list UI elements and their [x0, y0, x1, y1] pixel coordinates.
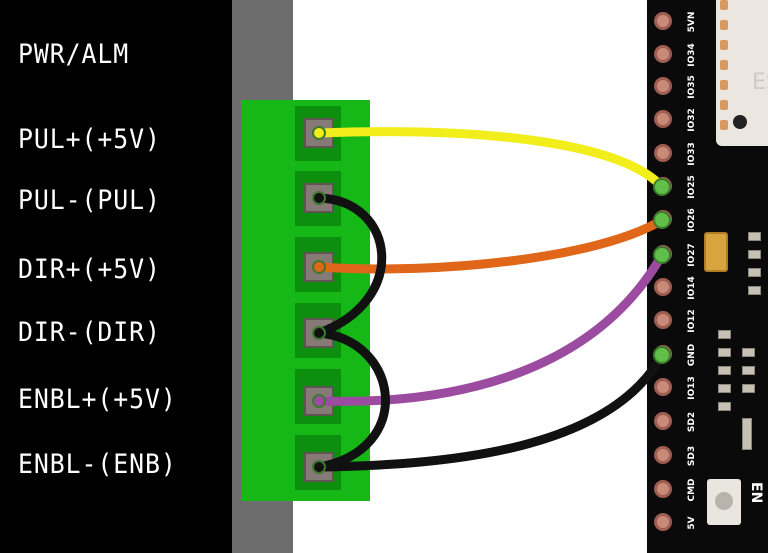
pin-pad-5vn	[654, 12, 672, 30]
wire-end-pul-plus	[312, 126, 326, 140]
pin-pad-io14	[654, 278, 672, 296]
wire-end-io26	[653, 211, 671, 229]
smd-component	[748, 286, 761, 295]
driver-label-dir-minus: DIR-(DIR)	[18, 317, 161, 348]
driver-label-enbl-minus: ENBL-(ENB)	[18, 449, 177, 480]
wire-enbl-plus-to-io27	[314, 250, 667, 406]
pin-pad-sd2	[654, 412, 672, 430]
pin-pad-cmd	[654, 480, 672, 498]
smd-component	[742, 418, 752, 450]
pin-pad-io34	[654, 45, 672, 63]
wire-pul-plus-to-io25	[314, 127, 667, 192]
smd-component	[718, 402, 731, 411]
module-marker	[733, 115, 747, 129]
smd-component	[748, 250, 761, 259]
terminal-block	[241, 100, 370, 501]
wire-dir-minus-to-enbl-minus	[314, 328, 390, 472]
wire-dir-plus-to-io26	[314, 215, 667, 274]
wire-end-gnd	[653, 346, 671, 364]
smd-component	[748, 232, 761, 241]
wire-enbl-minus-to-gnd	[314, 350, 667, 472]
pin-pad-5v	[654, 513, 672, 531]
wire-end-enbl-minus	[312, 460, 326, 474]
smd-component	[742, 366, 755, 375]
wire-end-dir-minus	[312, 326, 326, 340]
stepper-driver-panel: PWR/ALM PUL+(+5V) PUL-(PUL) DIR+(+5V) DI…	[0, 0, 232, 553]
smd-component	[742, 348, 755, 357]
smd-component	[718, 384, 731, 393]
driver-label-pul-minus: PUL-(PUL)	[18, 185, 161, 216]
pin-pad-io35	[654, 77, 672, 95]
tantalum-capacitor	[704, 232, 728, 272]
pin-pad-sd3	[654, 446, 672, 464]
pin-pad-io13	[654, 378, 672, 396]
smd-component	[718, 330, 731, 339]
wire-end-pul-minus	[312, 191, 326, 205]
pin-pad-io33	[654, 144, 672, 162]
wire-end-io27	[653, 246, 671, 264]
smd-component	[718, 366, 731, 375]
button-knob	[715, 492, 733, 510]
wire-end-dir-plus	[312, 260, 326, 274]
smd-component	[718, 348, 731, 357]
driver-label-enbl-plus: ENBL+(+5V)	[18, 384, 177, 415]
wire-pul-minus-to-dir-minus	[314, 193, 387, 338]
smd-component	[742, 384, 755, 393]
wire-end-enbl-plus	[312, 394, 326, 408]
driver-label-pul-plus: PUL+(+5V)	[18, 124, 161, 155]
driver-label-dir-plus: DIR+(+5V)	[18, 254, 161, 285]
pin-pad-io12	[654, 311, 672, 329]
pin-pad-io32	[654, 110, 672, 128]
module-text: ES	[752, 70, 768, 95]
wire-end-io25	[653, 178, 671, 196]
smd-component	[748, 268, 761, 277]
driver-label-pwr-alm: PWR/ALM	[18, 39, 130, 70]
en-button[interactable]	[707, 479, 741, 525]
